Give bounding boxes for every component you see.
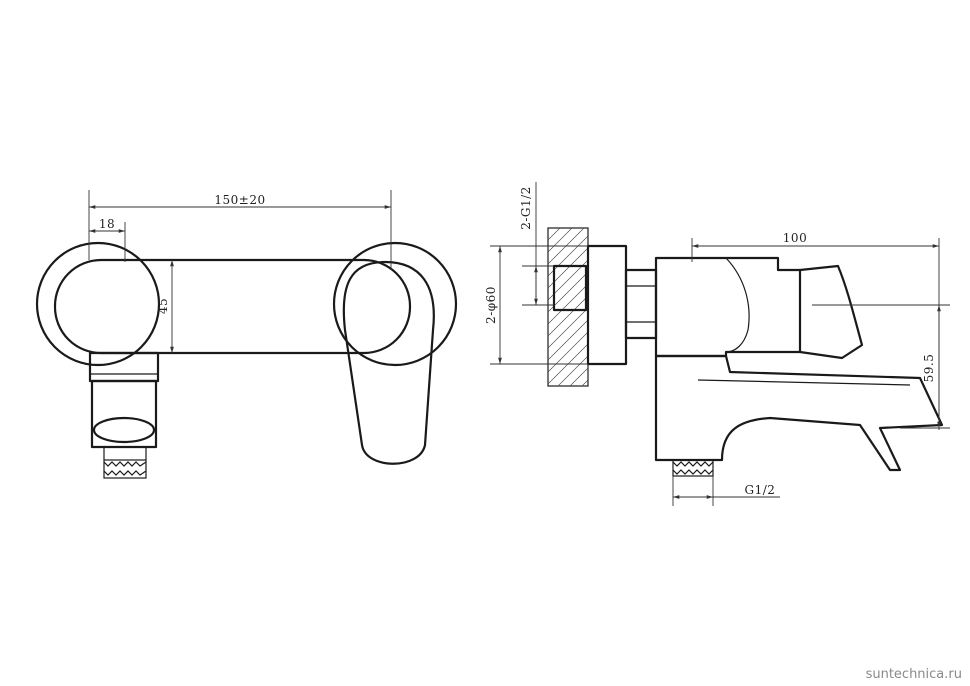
outlet-opening (92, 416, 156, 444)
dim-height-label: 45 (156, 298, 170, 314)
side-thread (672, 459, 714, 477)
flange (586, 244, 628, 366)
hatch-line (569, 367, 589, 387)
left-escutcheon (35, 241, 161, 367)
mixer-body (53, 258, 412, 355)
watermark-text: suntechnica.ru (865, 667, 962, 682)
eccentric-connector (624, 268, 658, 340)
hatch-line (547, 319, 589, 361)
outlet-block (88, 351, 160, 383)
spout (654, 354, 944, 472)
hatch-line (547, 307, 589, 349)
hatch-line (557, 355, 589, 387)
side-lever (798, 264, 864, 360)
outlet-thread (103, 447, 147, 479)
lever-handle (342, 260, 435, 465)
dim-offset-label: 18 (99, 217, 115, 231)
right-escutcheon (332, 241, 458, 367)
outlet-shroud (90, 379, 158, 449)
hatch-line (581, 379, 589, 387)
dim-flange-label: 2-φ60 (484, 286, 498, 324)
hatch-line (547, 227, 573, 253)
hatch-line (547, 295, 589, 337)
hatch-line (547, 227, 561, 241)
wall-nipple (552, 264, 588, 312)
dim-length-label: 150±20 (214, 193, 265, 207)
hatch-line (547, 331, 589, 373)
dim-drop-label: 59.5 (922, 354, 936, 383)
dim-thread-bottom-label: G1/2 (745, 483, 776, 497)
side-body (654, 256, 802, 358)
dim-depth-label: 100 (783, 231, 807, 245)
hatch-line (547, 283, 589, 325)
side-view: 2-G1/2 2-φ60 100 59.5 G1/2 (484, 182, 950, 506)
front-view: 150±20 18 45 (35, 190, 458, 479)
dim-thread-top-label: 2-G1/2 (519, 186, 533, 230)
